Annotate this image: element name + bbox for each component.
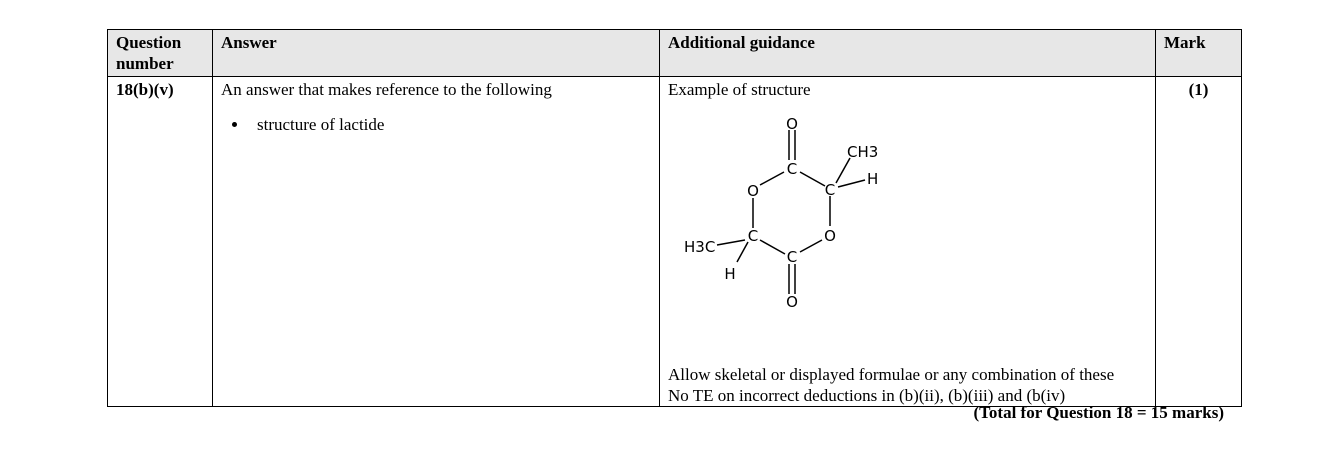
mark-scheme-table: Question number Answer Additional guidan…: [107, 29, 1242, 407]
atom-c-top: C: [787, 160, 797, 178]
atom-c-right: C: [825, 181, 835, 199]
atom-o-bottom: O: [786, 293, 798, 311]
answer-point: structure of lactide: [249, 114, 651, 135]
table-row: 18(b)(v) An answer that makes reference …: [107, 76, 1242, 407]
header-answer: Answer: [212, 29, 660, 77]
atom-o-right: O: [824, 227, 836, 245]
header-mark: Mark: [1155, 29, 1242, 77]
atom-c-left: C: [748, 227, 758, 245]
lactide-structure-diagram: O C C CH3 H O C O H3C H C O: [684, 115, 878, 311]
atom-o-left: O: [747, 182, 759, 200]
atom-h3c-left: H3C: [684, 238, 715, 256]
atom-c-bottom: C: [787, 248, 797, 266]
mark-value: (1): [1155, 76, 1242, 407]
atom-o-top: O: [786, 115, 798, 133]
answer-cell: An answer that makes reference to the fo…: [212, 76, 660, 407]
guidance-intro: Example of structure: [668, 80, 811, 99]
atom-h-left: H: [724, 265, 735, 283]
header-row: Question number Answer Additional guidan…: [107, 29, 1242, 77]
question-number: 18(b)(v): [107, 76, 213, 407]
atom-h-right: H: [867, 170, 878, 188]
header-additional-guidance: Additional guidance: [659, 29, 1156, 77]
guidance-note: Allow skeletal or displayed formulae or …: [668, 365, 1115, 384]
atom-ch3-right: CH3: [847, 143, 878, 161]
guidance-cell: Example of structure O C C CH3 H O C O H…: [659, 76, 1156, 407]
answer-intro: An answer that makes reference to the fo…: [221, 80, 552, 99]
answer-points: structure of lactide: [221, 114, 651, 135]
header-question-number: Question number: [107, 29, 213, 77]
question-total: (Total for Question 18 = 15 marks): [973, 403, 1224, 422]
guidance-note: No TE on incorrect deductions in (b)(ii)…: [668, 386, 1066, 405]
